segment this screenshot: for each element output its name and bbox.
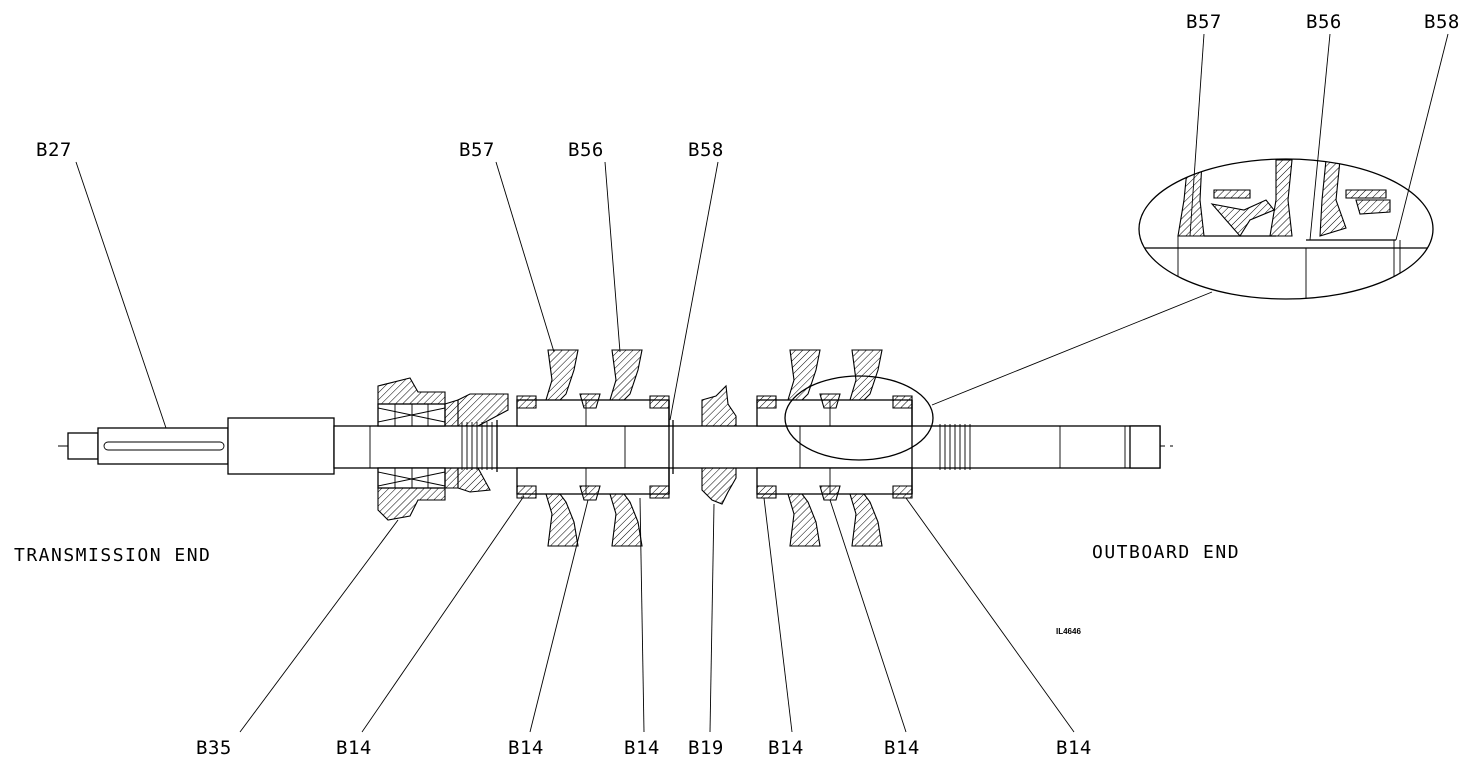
bearing-rollers: [377, 404, 446, 488]
detail-marker-ellipse: [784, 375, 934, 461]
callout-b14: B14: [768, 737, 804, 757]
callout-b14: B14: [1056, 737, 1092, 757]
outboard-end-label: OUTBOARD END: [1092, 542, 1240, 563]
callout-b58: B58: [688, 139, 724, 161]
callout-b57: B57: [459, 139, 495, 161]
shaft: [58, 417, 1178, 475]
thread-left: [461, 420, 498, 472]
bearing-housing: [377, 377, 509, 521]
enlarged-detail-view: [931, 158, 1434, 406]
bottom-callouts: B35 B14 B14 B14 B19 B14 B14 B14: [196, 737, 1092, 757]
impeller-stage-1: [516, 349, 674, 547]
callout-b19: B19: [688, 737, 724, 757]
impeller-stage-2: [756, 349, 913, 547]
callout-b35: B35: [196, 737, 232, 757]
callout-b14: B14: [336, 737, 372, 757]
callout-b14: B14: [624, 737, 660, 757]
callout-b14: B14: [884, 737, 920, 757]
detail-callout-b56: B56: [1306, 11, 1342, 33]
thread-right: [939, 424, 971, 470]
callout-b56: B56: [568, 139, 604, 161]
center-collar: [701, 384, 737, 505]
detail-callout-b57: B57: [1186, 11, 1222, 33]
callout-b14: B14: [508, 737, 544, 757]
leader-lines: [75, 33, 1449, 733]
detail-callouts: B57 B56 B58: [1186, 11, 1460, 33]
drawing-reference: IL4646: [1056, 627, 1081, 636]
detail-callout-b58: B58: [1424, 11, 1460, 33]
callout-b27: B27: [36, 139, 72, 161]
transmission-end-label: TRANSMISSION END: [14, 545, 211, 566]
top-callouts: B27 B57 B56 B58: [36, 139, 724, 161]
